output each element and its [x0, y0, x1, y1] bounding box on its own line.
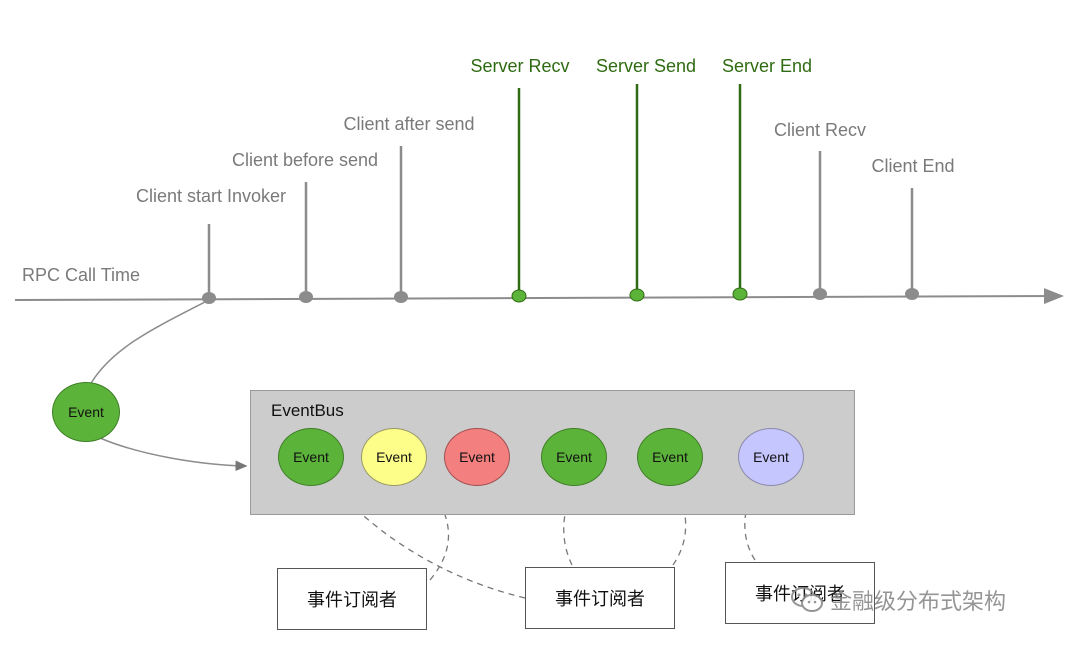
label-client-before-send: Client before send	[231, 150, 379, 170]
label-server-recv: Server Recv	[470, 56, 570, 76]
tick-before-send	[299, 182, 313, 303]
eventbus-title: EventBus	[271, 401, 344, 420]
bus-event-6: Event	[738, 428, 804, 486]
sub3-to-event6	[744, 490, 756, 561]
tick-after-send	[394, 146, 408, 303]
subscriber-1: 事件订阅者	[277, 568, 427, 630]
label-client-start-invoker: Client start Invoker	[135, 186, 287, 206]
tick-server-send	[629, 84, 645, 302]
tick-client-end	[905, 188, 919, 300]
time-axis	[14, 288, 1064, 305]
bus-event-3: Event	[444, 428, 510, 486]
label-client-recv: Client Recv	[773, 120, 867, 140]
tick-start-invoker	[202, 224, 216, 304]
bus-event-1: Event	[278, 428, 344, 486]
watermark: 金融级分布式架构	[790, 584, 1006, 616]
label-server-send: Server Send	[595, 56, 697, 76]
label-client-end: Client End	[871, 156, 955, 176]
label-server-end: Server End	[721, 56, 813, 76]
wechat-icon	[791, 587, 823, 612]
tick-server-end	[732, 84, 748, 301]
emit-curve	[89, 301, 206, 386]
tick-server-recv	[511, 88, 527, 303]
label-client-after-send: Client after send	[343, 114, 475, 134]
bus-event-4: Event	[541, 428, 607, 486]
subscriber-2: 事件订阅者	[525, 567, 675, 629]
watermark-text: 金融级分布式架构	[830, 589, 1007, 614]
tick-client-recv	[813, 151, 827, 300]
bus-event-2: Event	[361, 428, 427, 486]
bus-event-5: Event	[637, 428, 703, 486]
publish-arrow	[99, 437, 248, 472]
emitted-event: Event	[52, 382, 120, 442]
axis-label: RPC Call Time	[22, 265, 141, 285]
